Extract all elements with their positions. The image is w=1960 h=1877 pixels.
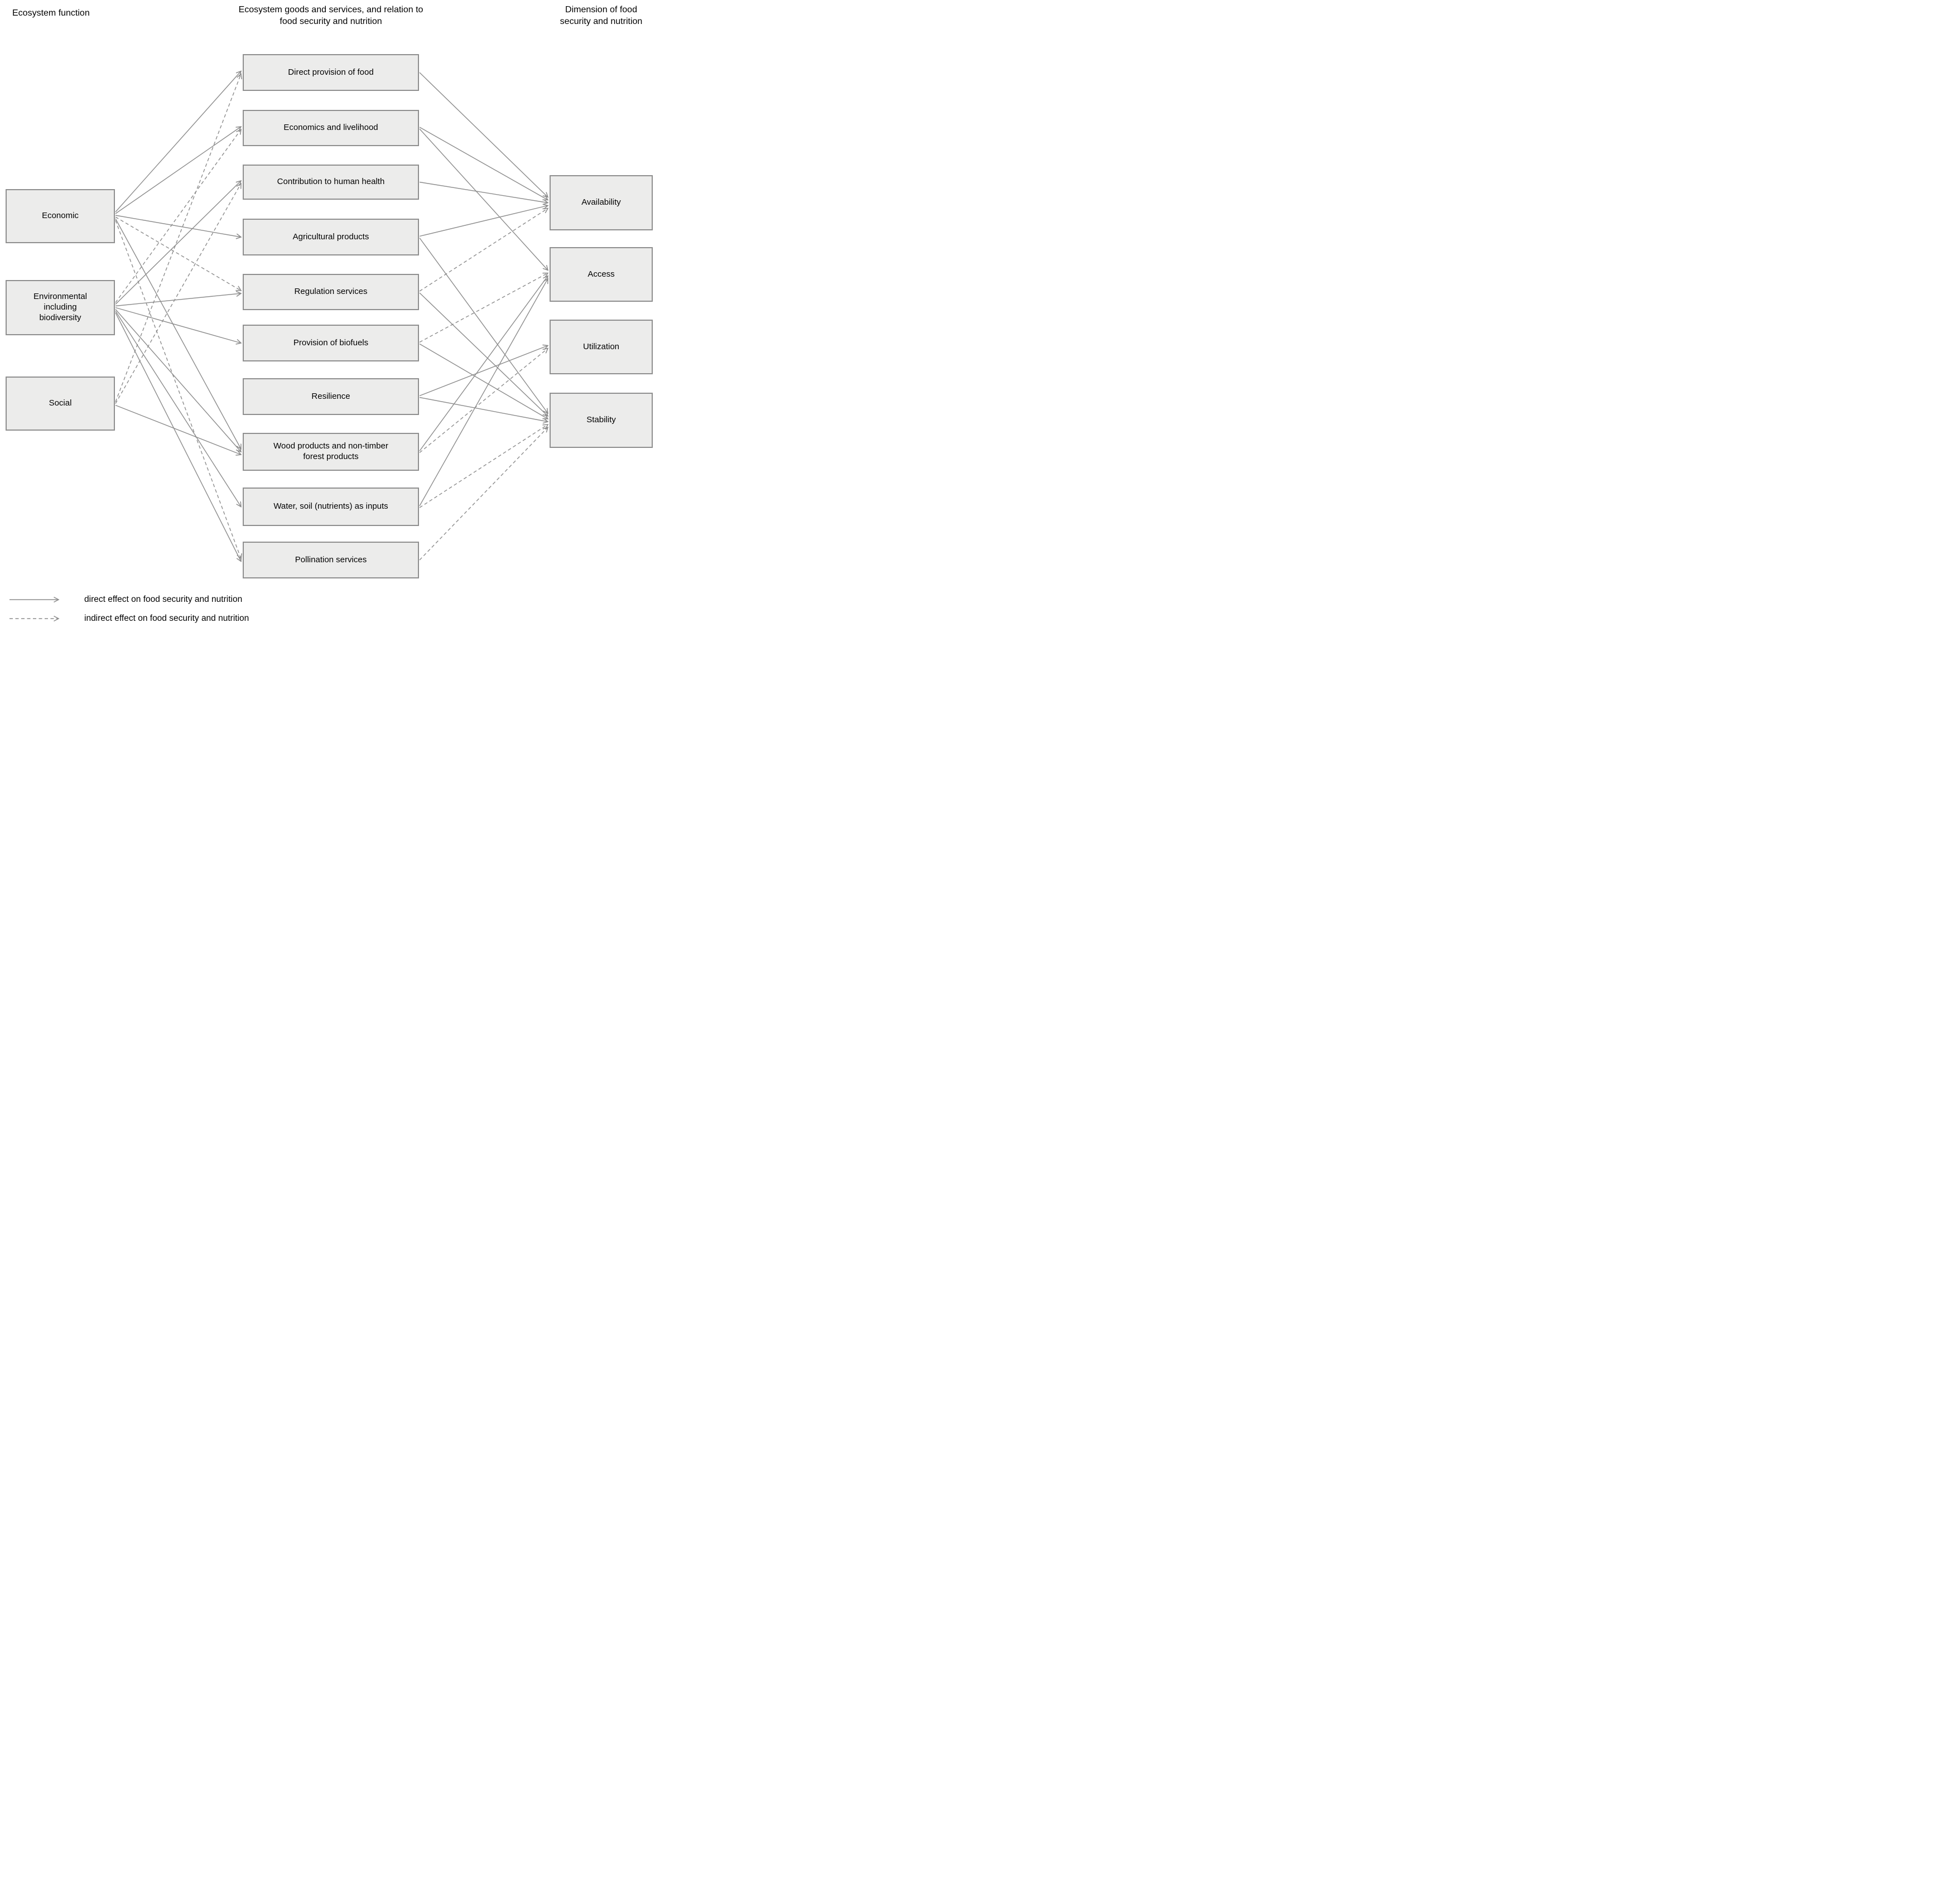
node-social: Social	[6, 377, 115, 431]
dashed-arrow-icon	[9, 614, 64, 623]
edge-economics-livelihood-to-availability-direct	[419, 127, 548, 200]
node-regulation-services: Regulation services	[243, 274, 419, 310]
edge-contribution-health-to-availability-direct	[419, 181, 548, 203]
edge-economic-to-direct-provision-direct	[115, 71, 241, 213]
edge-environmental-to-provision-biofuels-direct	[115, 307, 241, 344]
edge-economics-livelihood-to-access-direct	[419, 128, 548, 271]
legend: direct effect on food security and nutri…	[8, 592, 399, 630]
edge-economic-to-wood-products-direct	[115, 218, 241, 449]
edge-agricultural-products-to-availability-direct	[419, 206, 548, 237]
node-environmental: Environmental including biodiversity	[6, 280, 115, 335]
edge-resilience-to-utilization-direct	[419, 346, 548, 397]
node-contribution-health: Contribution to human health	[243, 165, 419, 200]
edge-environmental-to-economics-livelihood-indirect	[115, 129, 241, 303]
edge-environmental-to-contribution-health-direct	[115, 181, 241, 305]
edge-provision-biofuels-to-access-indirect	[419, 273, 548, 343]
edge-environmental-to-regulation-services-direct	[115, 293, 241, 307]
node-agricultural-products: Agricultural products	[243, 219, 419, 255]
edge-water-soil-to-stability-indirect	[419, 424, 548, 508]
edge-agricultural-products-to-stability-direct	[419, 238, 548, 414]
legend-item-direct: direct effect on food security and nutri…	[8, 592, 399, 607]
node-availability: Availability	[550, 175, 653, 230]
legend-label-indirect: indirect effect on food security and nut…	[84, 614, 249, 623]
edge-resilience-to-stability-direct	[419, 397, 548, 422]
edge-water-soil-to-access-direct	[419, 279, 548, 506]
edge-environmental-to-wood-products-direct	[115, 309, 241, 452]
edge-regulation-services-to-stability-direct	[419, 292, 548, 416]
legend-item-indirect: indirect effect on food security and nut…	[8, 611, 399, 626]
column-header-ecosystem-function: Ecosystem function	[12, 8, 90, 18]
edge-environmental-to-pollination-services-direct	[115, 312, 241, 562]
node-direct-provision: Direct provision of food	[243, 54, 419, 91]
node-stability: Stability	[550, 393, 653, 448]
solid-arrow-icon	[9, 595, 64, 604]
edge-economic-to-pollination-services-indirect	[115, 220, 241, 559]
node-access: Access	[550, 247, 653, 302]
edge-environmental-to-water-soil-direct	[115, 311, 241, 507]
edge-social-to-wood-products-direct	[115, 404, 241, 455]
node-utilization: Utilization	[550, 320, 653, 374]
edge-social-to-direct-provision-indirect	[115, 74, 241, 402]
edge-economic-to-regulation-services-indirect	[115, 216, 241, 291]
legend-label-direct: direct effect on food security and nutri…	[84, 595, 243, 604]
diagram-stage: Ecosystem function Ecosystem goods and s…	[0, 0, 658, 639]
edge-economic-to-economics-livelihood-direct	[115, 127, 241, 214]
column-header-fsn-dimension: Dimension of food security and nutrition	[560, 5, 643, 26]
node-wood-products: Wood products and non-timber forest prod…	[243, 433, 419, 471]
connections-layer	[115, 0, 658, 639]
node-provision-biofuels: Provision of biofuels	[243, 325, 419, 361]
node-pollination-services: Pollination services	[243, 542, 419, 578]
node-economic: Economic	[6, 189, 115, 243]
edge-wood-products-to-utilization-indirect	[419, 349, 548, 453]
edge-wood-products-to-access-direct	[419, 276, 548, 451]
edge-pollination-services-to-stability-indirect	[419, 427, 548, 561]
edge-social-to-contribution-health-indirect	[115, 184, 241, 404]
edge-regulation-services-to-availability-indirect	[419, 209, 548, 292]
node-resilience: Resilience	[243, 378, 419, 415]
node-economics-livelihood: Economics and livelihood	[243, 110, 419, 146]
node-water-soil: Water, soil (nutrients) as inputs	[243, 488, 419, 526]
column-header-goods-and-services: Ecosystem goods and services, and relati…	[238, 5, 423, 26]
edge-direct-provision-to-availability-direct	[419, 72, 548, 197]
edge-provision-biofuels-to-stability-direct	[419, 343, 548, 419]
edge-economic-to-agricultural-products-direct	[115, 215, 241, 237]
